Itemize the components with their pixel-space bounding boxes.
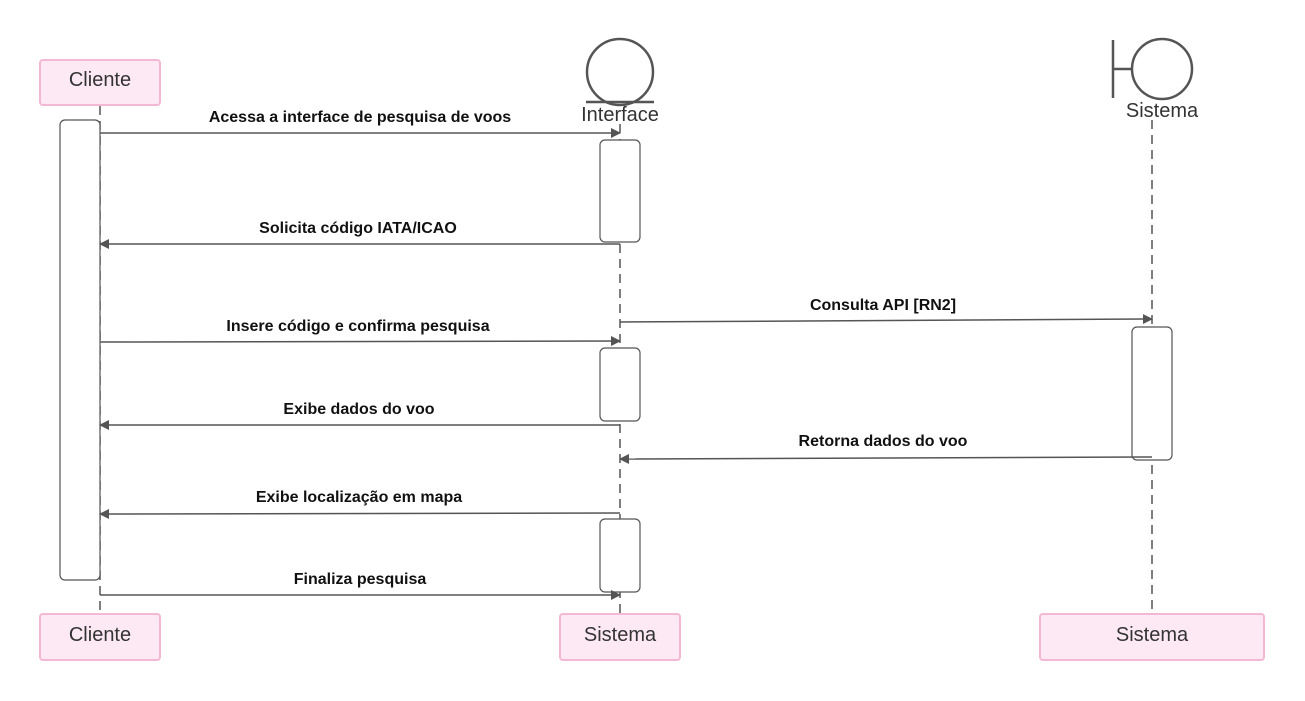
participant-sistema-bottom[interactable]: Sistema (1039, 613, 1265, 661)
participant-interface-bottom[interactable]: Sistema (559, 613, 681, 661)
activation-cliente (59, 119, 101, 581)
participant-sistema-bottom-label: Sistema (1116, 624, 1189, 646)
message-1: Acessa a interface de pesquisa de voos (100, 109, 621, 138)
boundary-icon (1111, 37, 1194, 101)
message-7: Exibe localização em mapa (99, 489, 621, 519)
message-label: Finaliza pesquisa (294, 571, 427, 588)
boundary-entity-icon (585, 37, 655, 107)
message-label: Solicita código IATA/ICAO (259, 220, 457, 237)
activation-interface-1 (599, 139, 641, 243)
participant-cliente-bottom-label: Cliente (69, 624, 131, 646)
message-label: Consulta API [RN2] (810, 297, 956, 314)
message-5: Exibe dados do voo (99, 401, 620, 430)
participant-interface-bottom-label: Sistema (584, 624, 657, 646)
message-2: Solicita código IATA/ICAO (99, 220, 620, 249)
message-8: Finaliza pesquisa (100, 571, 621, 600)
message-label: Retorna dados do voo (799, 433, 968, 450)
message-label: Insere código e confirma pesquisa (226, 318, 489, 335)
participant-interface-top[interactable]: Interface (581, 37, 659, 126)
message-3: Consulta API [RN2] (619, 297, 1153, 325)
participant-cliente-bottom[interactable]: Cliente (39, 613, 161, 661)
participant-sistema-label: Sistema (1126, 100, 1199, 122)
activation-interface-2 (599, 347, 641, 422)
activation-sistema (1131, 326, 1173, 461)
participant-interface-label: Interface (581, 104, 659, 126)
message-6: Retorna dados do voo (619, 433, 1153, 464)
message-label: Exibe dados do voo (283, 401, 434, 418)
participant-sistema-top[interactable]: Sistema (1111, 37, 1199, 122)
message-4: Insere código e confirma pesquisa (99, 318, 621, 347)
message-label: Exibe localização em mapa (256, 489, 462, 506)
message-label: Acessa a interface de pesquisa de voos (209, 109, 511, 126)
participant-cliente-top[interactable]: Cliente (39, 59, 161, 106)
participant-cliente-label: Cliente (69, 69, 131, 91)
activation-interface-3 (599, 518, 641, 593)
